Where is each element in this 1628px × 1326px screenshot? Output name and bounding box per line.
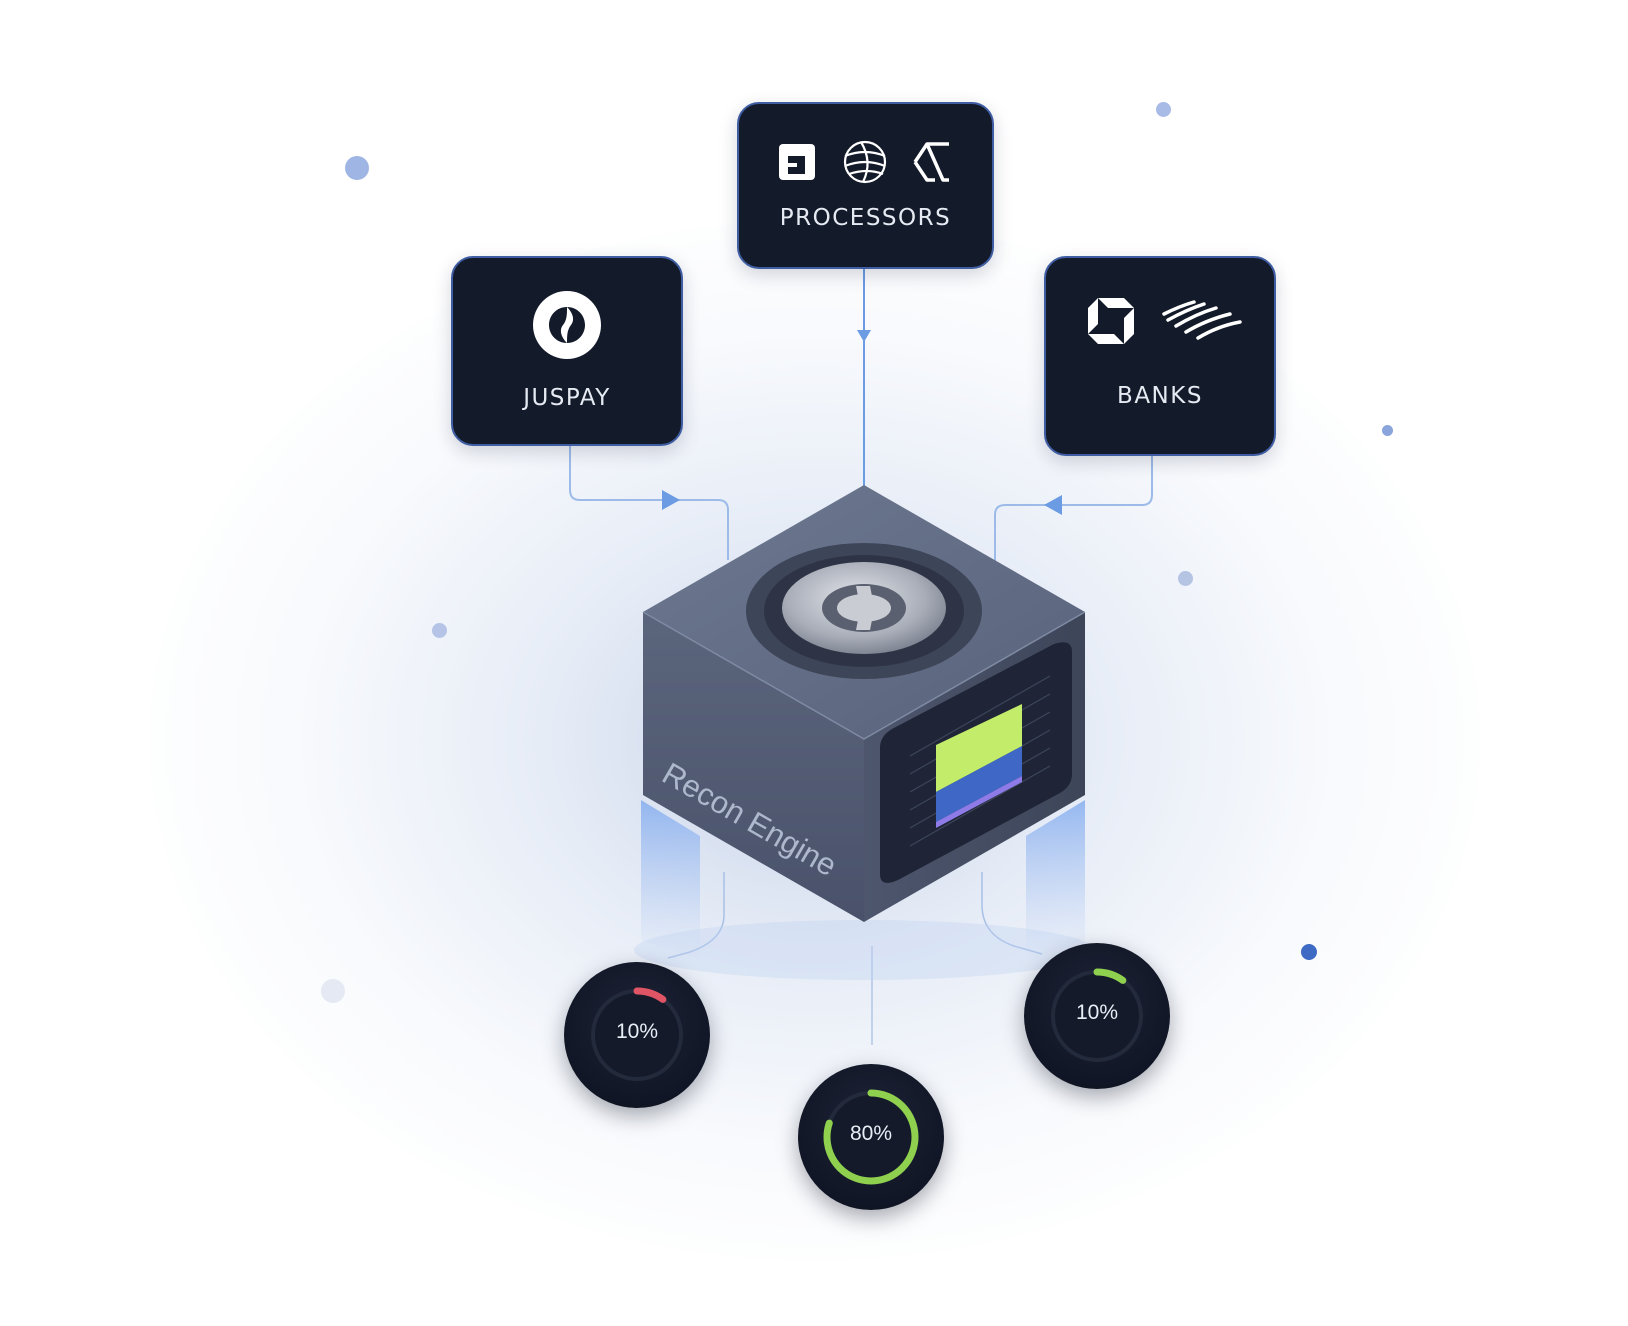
checkout-logo-icon — [913, 142, 949, 182]
cube-left-face — [643, 612, 864, 922]
engine-logo-icon — [822, 584, 906, 632]
arrow-banks — [1044, 495, 1062, 515]
banks-card: BANKS — [1044, 256, 1276, 456]
connector-juspay — [569, 446, 729, 560]
decor-dot — [1382, 425, 1393, 436]
chase-logo-icon — [1088, 298, 1134, 344]
gauge-ring — [1049, 968, 1145, 1064]
engine-screen — [880, 642, 1072, 883]
gauge-left: 10% — [564, 962, 710, 1108]
decor-dot — [1301, 944, 1317, 960]
gauge-center: 80% — [798, 1064, 944, 1210]
decor-dot — [345, 156, 369, 180]
light-beam-right — [1026, 800, 1085, 960]
processors-logos — [779, 140, 949, 184]
light-beam-base — [634, 920, 1094, 980]
processors-label: PROCESSORS — [779, 205, 952, 231]
decor-dot — [1156, 102, 1171, 117]
decor-dot — [321, 979, 345, 1003]
juspay-card: JUSPAY — [451, 256, 683, 446]
light-beam-left — [641, 800, 700, 960]
worldpay-globe-icon — [843, 140, 887, 184]
decor-dot — [432, 623, 447, 638]
gauge-right: 10% — [1024, 943, 1170, 1089]
gauge-progress-arc — [823, 1089, 919, 1185]
adyen-logo-icon — [779, 144, 815, 180]
gauge-value: 80% — [849, 1122, 893, 1145]
arrow-juspay — [662, 490, 680, 510]
banks-label: BANKS — [1117, 383, 1203, 409]
gauge-ring — [589, 987, 685, 1083]
connector-gauge-right — [981, 872, 1043, 955]
screen-bar-blue — [936, 746, 1022, 822]
gauge-value: 10% — [615, 1020, 659, 1043]
juspay-label: JUSPAY — [523, 385, 611, 411]
screen-bar-green — [936, 704, 1022, 792]
gauge-ring — [823, 1089, 919, 1185]
juspay-logo-icon — [533, 291, 601, 359]
arrow-processors — [857, 330, 871, 342]
decor-dot — [1178, 571, 1193, 586]
connector-banks — [994, 456, 1153, 566]
banks-logos — [1088, 298, 1242, 344]
screen-bar-purple — [936, 776, 1022, 828]
gauge-value: 10% — [1075, 1001, 1119, 1024]
gauge-progress-arc — [1049, 968, 1145, 1064]
processors-card: PROCESSORS — [737, 102, 994, 269]
gauge-progress-arc — [589, 987, 685, 1083]
bank-of-america-flag-icon — [1162, 300, 1242, 340]
